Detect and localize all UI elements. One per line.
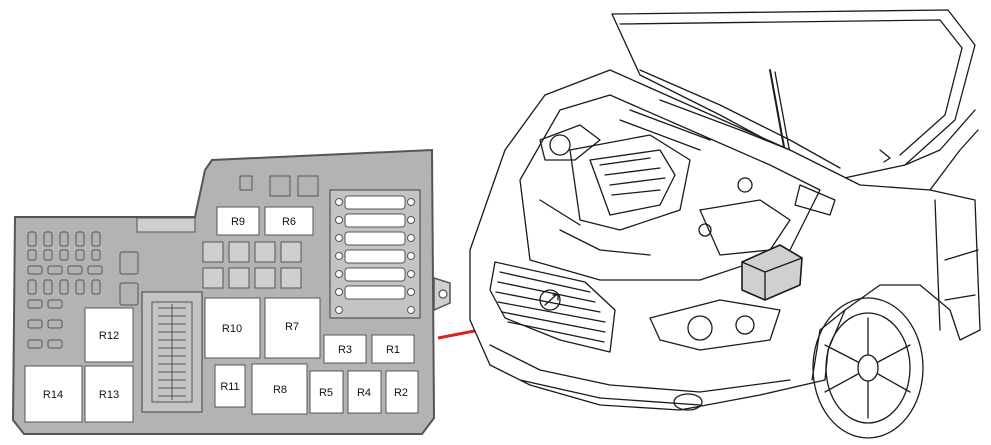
relay-r8: R8 xyxy=(251,363,308,415)
fuse-box-diagram: R9 R6 R12 R10 R7 R3 R1 R14 xyxy=(11,148,451,435)
relay-r1: R1 xyxy=(371,334,415,364)
small-relay-grid xyxy=(202,241,302,289)
relay-r9-label: R9 xyxy=(231,216,245,228)
relay-r3-label: R3 xyxy=(338,344,352,356)
relay-r12-label: R12 xyxy=(99,330,119,342)
relay-r3: R3 xyxy=(323,334,367,364)
relay-r4-label: R4 xyxy=(357,387,371,399)
brand-emblem-icon xyxy=(539,289,561,311)
relay-r1-label: R1 xyxy=(386,344,400,356)
maxi-fuse-panel xyxy=(329,189,421,319)
relay-r7-label: R7 xyxy=(285,321,299,333)
relay-r6: R6 xyxy=(264,206,314,236)
connector-block xyxy=(141,291,203,413)
front-grille xyxy=(489,261,616,353)
relay-r2: R2 xyxy=(385,370,419,414)
relay-r5-label: R5 xyxy=(319,387,333,399)
relay-r11: R11 xyxy=(214,364,246,408)
relay-r7: R7 xyxy=(264,297,321,359)
relay-r12: R12 xyxy=(84,307,134,363)
fog-light xyxy=(673,393,703,411)
front-wheel xyxy=(812,297,924,439)
relay-r11-label: R11 xyxy=(220,381,239,393)
slot-top xyxy=(136,217,196,233)
relay-r10-label: R10 xyxy=(222,323,242,335)
mini-fuse-grid xyxy=(27,231,139,349)
headlight xyxy=(649,299,781,351)
relay-r13: R13 xyxy=(84,365,134,423)
engine-bay xyxy=(519,94,836,281)
hood xyxy=(611,9,976,181)
relay-r9: R9 xyxy=(216,206,260,236)
relay-r14-label: R14 xyxy=(43,389,63,401)
relay-r14: R14 xyxy=(24,365,83,423)
car-body xyxy=(469,69,981,411)
relay-r13-label: R13 xyxy=(99,389,119,401)
car-engine-bay-illustration xyxy=(469,9,981,439)
relay-r6-label: R6 xyxy=(282,216,296,228)
relay-r8-label: R8 xyxy=(273,384,287,396)
car-fuse-box xyxy=(741,244,803,301)
relay-r10: R10 xyxy=(204,297,261,359)
relay-r4: R4 xyxy=(347,370,382,414)
relay-r2-label: R2 xyxy=(394,387,408,399)
relay-r5: R5 xyxy=(309,370,344,414)
